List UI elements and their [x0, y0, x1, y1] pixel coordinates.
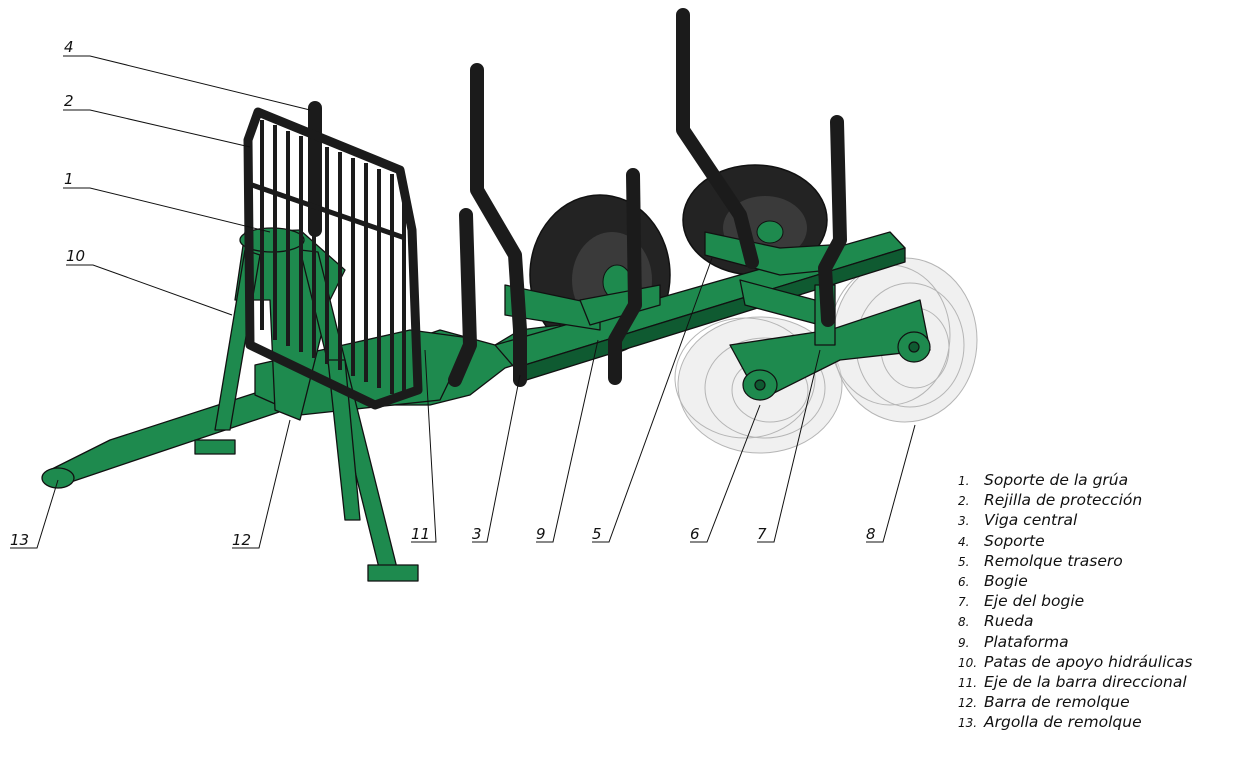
callout-label: 11 — [411, 525, 430, 543]
protective-grille — [243, 107, 423, 410]
legend-item: 7.Eje del bogie — [958, 592, 1085, 611]
callout-label: 6 — [690, 525, 700, 543]
legend-item: 9.Plataforma — [958, 632, 1069, 651]
callout-label: 1 — [64, 170, 74, 188]
callout-label: 10 — [66, 247, 85, 265]
callout-label: 4 — [64, 38, 74, 56]
legend-item: 13.Argolla de remolque — [958, 713, 1142, 732]
legend-item: 11.Eje de la barra direccional — [958, 673, 1187, 692]
parts-legend: 1.Soporte de la grúa 2.Rejilla de protec… — [958, 471, 1193, 734]
legend-item: 4.Soporte — [958, 531, 1045, 550]
callout-label: 12 — [232, 531, 251, 549]
legend-item: 12.Barra de remolque — [958, 693, 1130, 712]
callout-label: 5 — [592, 525, 602, 543]
callout-label: 8 — [866, 525, 876, 543]
legend-item: 5.Remolque trasero — [958, 551, 1123, 570]
callout-label: 13 — [10, 531, 29, 549]
legend-item: 1.Soporte de la grúa — [958, 471, 1129, 489]
callout-label: 3 — [472, 525, 482, 543]
hubs — [742, 331, 931, 401]
legend-item: 2.Rejilla de protección — [958, 491, 1143, 510]
callout-labels: 4 2 1 10 13 12 11 3 9 5 6 7 8 — [10, 38, 876, 549]
callout-label: 9 — [536, 525, 546, 543]
legend-item: 10.Patas de apoyo hidráulicas — [958, 652, 1193, 671]
callout-label: 2 — [64, 92, 74, 110]
callout-label: 7 — [757, 525, 767, 543]
legend-item: 6.Bogie — [958, 572, 1028, 591]
legend-item: 8.Rueda — [958, 612, 1034, 631]
leader-lines — [10, 55, 916, 549]
legend-item: 3.Viga central — [958, 511, 1078, 530]
